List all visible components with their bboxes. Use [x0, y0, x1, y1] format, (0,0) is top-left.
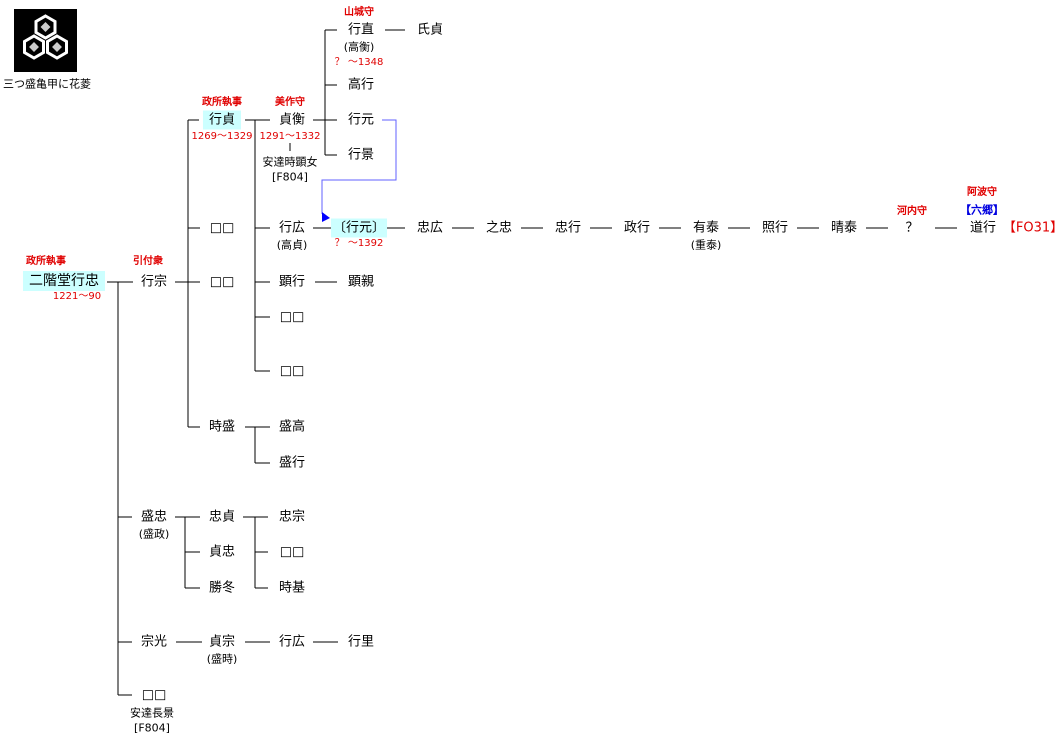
person: 行広 [278, 634, 306, 650]
person: 照行 [761, 220, 789, 236]
person: 顕親 [347, 274, 375, 290]
spouse: 安達時顕女 [262, 155, 318, 169]
person: 盛忠 [140, 509, 168, 525]
title-label: 山城守 [344, 7, 374, 18]
person: 行宗 [140, 274, 168, 290]
reference-link[interactable]: 【FO31】 [1002, 220, 1063, 236]
reference: [F804] [272, 170, 308, 184]
title-label: 政所執事 [202, 97, 242, 108]
alt-name: (高衡) [343, 40, 375, 54]
title-label: 美作守 [275, 97, 305, 108]
title-label: 阿波守 [967, 187, 997, 198]
title-label: 河内守 [897, 206, 927, 217]
title-label: 政所執事 [26, 256, 66, 267]
person-unknown: □□ [279, 544, 305, 560]
person: 忠貞 [208, 509, 236, 525]
person: 行貞 [202, 110, 242, 130]
person: 忠宗 [278, 509, 306, 525]
person: 之忠 [485, 220, 513, 236]
person-unknown: □□ [209, 220, 235, 236]
person: 盛行 [278, 455, 306, 471]
dates: ？ 〜1348 [334, 57, 384, 68]
person: 高行 [347, 77, 375, 93]
alt-name: (盛政) [138, 527, 170, 541]
person: ？ [905, 220, 919, 236]
arrow-icon [322, 212, 330, 222]
family-crest-icon [14, 9, 77, 72]
person-unknown: □□ [209, 274, 235, 290]
person: 行直 [347, 22, 375, 38]
alt-name: (重泰) [690, 238, 722, 252]
person: 忠行 [554, 220, 582, 236]
person: 貞衡 [278, 112, 306, 128]
person-unknown: □□ [279, 309, 305, 325]
person: 盛高 [278, 419, 306, 435]
dates: ？ 〜1392 [334, 238, 384, 249]
person: 政行 [623, 220, 651, 236]
alt-name: (高貞) [276, 238, 308, 252]
person: 有泰 [692, 220, 720, 236]
person: 道行 [969, 220, 997, 236]
person: 顕行 [278, 274, 306, 290]
dates: 1221〜90 [52, 291, 102, 302]
spouse: 安達長景 [130, 706, 174, 720]
alt-name: (盛時) [206, 652, 238, 666]
dates: 1269〜1329 [191, 131, 253, 142]
title-label: 引付衆 [133, 256, 163, 267]
reference: [F804] [134, 721, 170, 735]
crest-label: 三つ盛亀甲に花菱 [3, 77, 91, 91]
person: 貞忠 [208, 544, 236, 560]
person: 晴泰 [830, 220, 858, 236]
person: 勝冬 [208, 580, 236, 596]
person: 貞宗 [208, 634, 236, 650]
person: 時盛 [208, 419, 236, 435]
person-unknown: □□ [279, 363, 305, 379]
person: 行里 [347, 634, 375, 650]
person: 行広 [278, 220, 306, 236]
person-root: 二階堂行忠 [23, 271, 105, 291]
person: 行景 [347, 147, 375, 163]
clan-label: 【六郷】 [960, 203, 1004, 217]
dates: 1291〜1332 [259, 131, 321, 142]
person-unknown: □□ [141, 687, 167, 703]
person: 氏貞 [416, 22, 444, 38]
person: 行元 [347, 112, 375, 128]
person: 宗光 [140, 634, 168, 650]
person: 〔行元〕 [330, 218, 388, 238]
person: 時基 [278, 580, 306, 596]
person: 忠広 [416, 220, 444, 236]
